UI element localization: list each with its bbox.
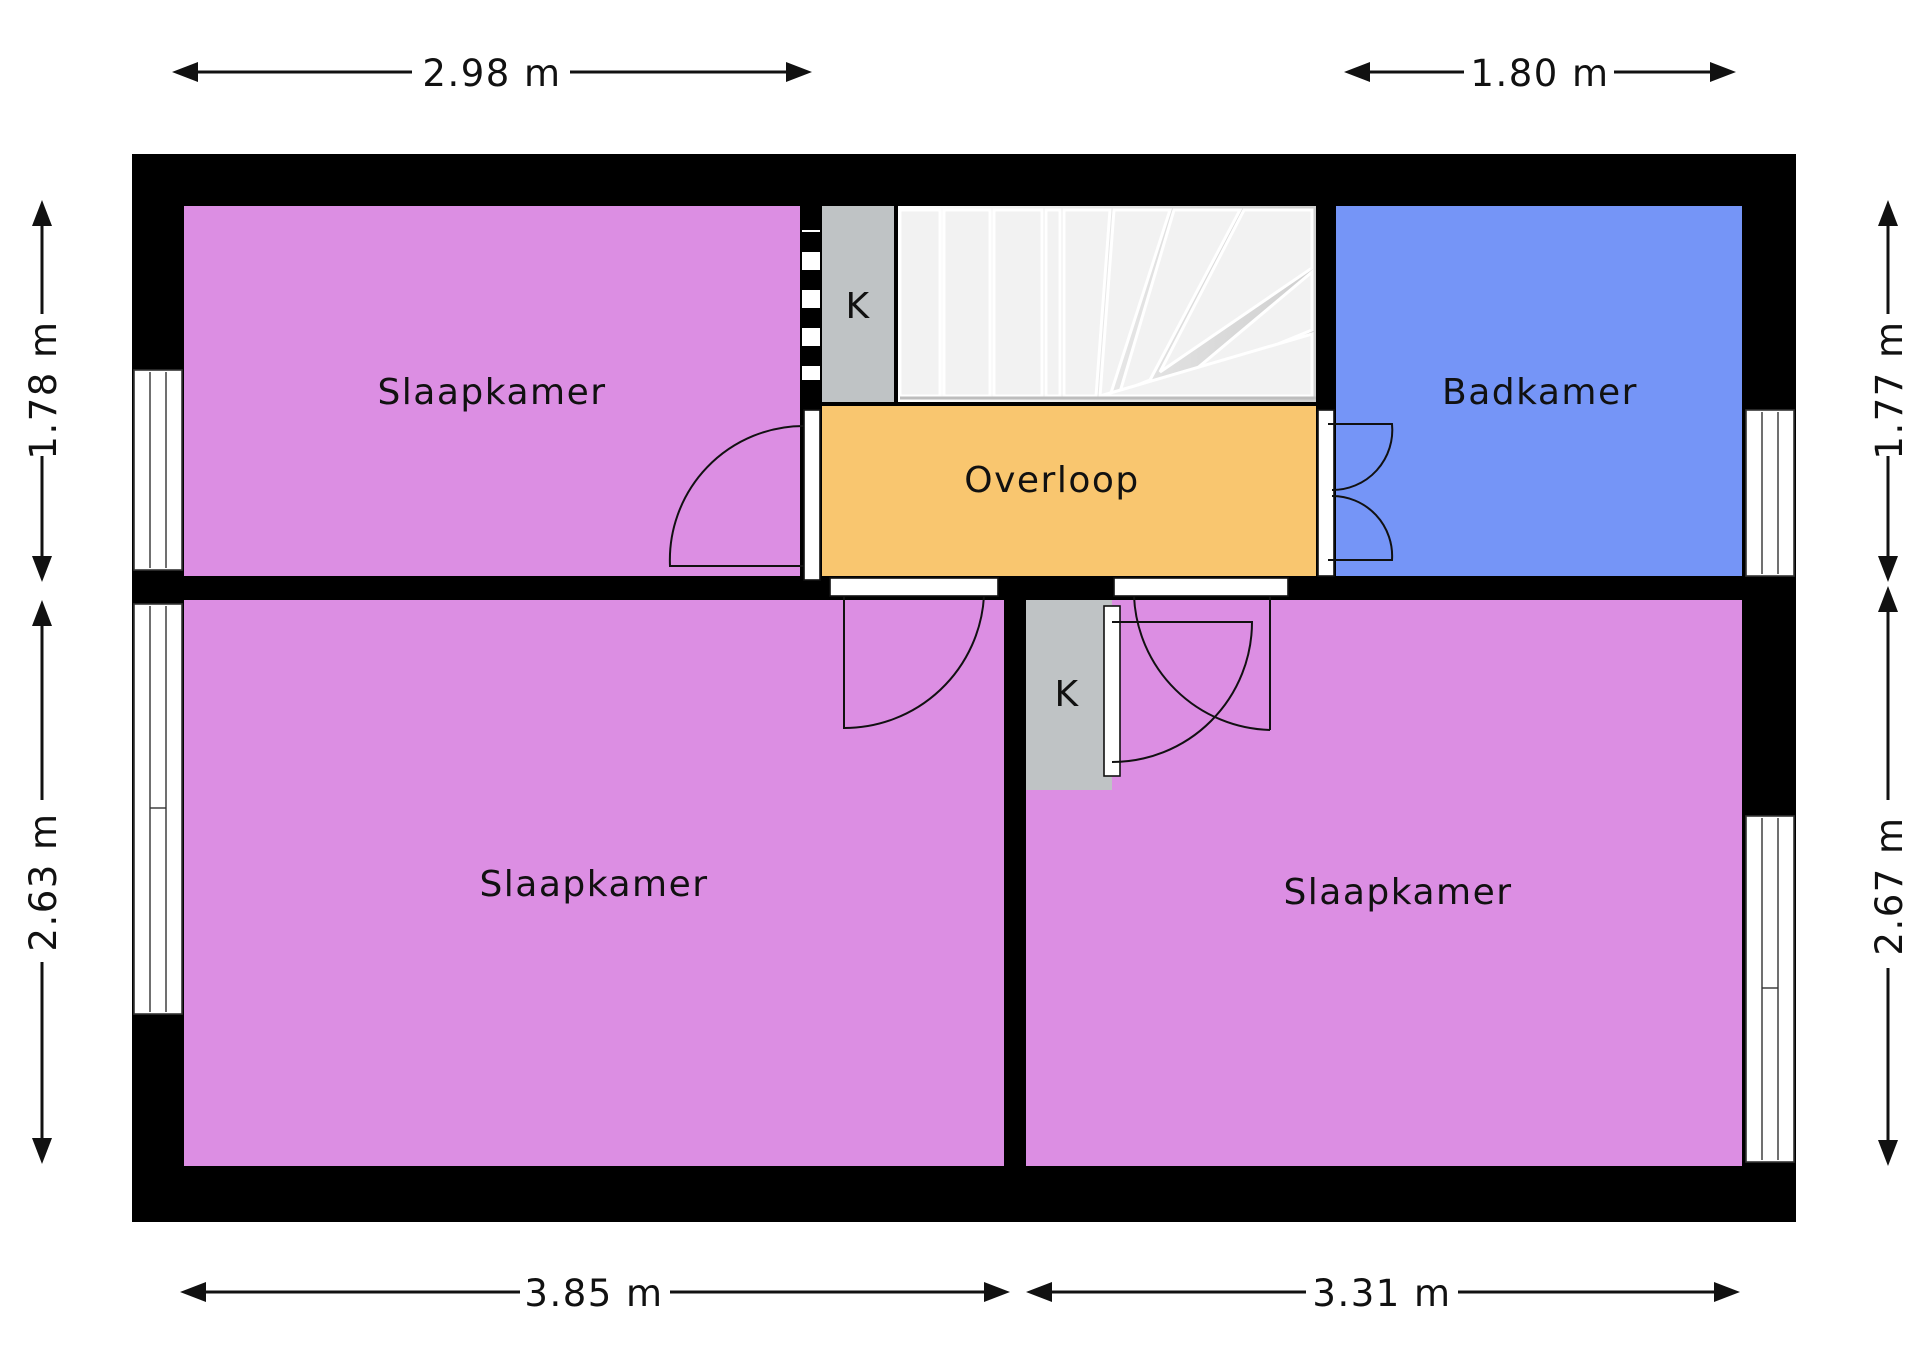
door-frames (803, 409, 1335, 777)
closet-dashed-front (802, 230, 820, 380)
label-landing: Overloop (964, 460, 1140, 501)
dimension-top-right: 1.80 m (1344, 52, 1736, 95)
dimension-right-lower: 2.67 m (1868, 586, 1911, 1166)
dimension-left-lower: 2.63 m (22, 600, 65, 1164)
stair-treads (898, 208, 1316, 400)
dim-label-top-left: 2.98 m (422, 52, 561, 95)
label-bedroom-top-left: Slaapkamer (377, 372, 606, 413)
dimension-left-upper: 1.78 m (22, 200, 65, 582)
room-bedroom-top-left (184, 206, 800, 576)
dim-label-left-upper: 1.78 m (22, 320, 65, 459)
room-bathroom (1336, 206, 1742, 576)
dim-label-left-lower: 2.63 m (22, 812, 65, 951)
label-bedroom-bottom-left: Slaapkamer (479, 864, 708, 905)
dimension-bottom-right: 3.31 m (1026, 1272, 1740, 1315)
dimension-right-upper: 1.77 m (1868, 200, 1911, 582)
room-landing (822, 406, 1316, 576)
dim-label-bottom-right: 3.31 m (1312, 1272, 1451, 1315)
room-closet-bottom (1026, 600, 1112, 790)
dim-label-top-right: 1.80 m (1470, 52, 1609, 95)
dim-label-bottom-left: 3.85 m (524, 1272, 663, 1315)
label-bedroom-bottom-right: Slaapkamer (1283, 872, 1512, 913)
windows (133, 369, 1795, 1163)
dimension-bottom-left: 3.85 m (180, 1272, 1010, 1315)
label-closet-bottom: K (1054, 674, 1079, 715)
label-bathroom: Badkamer (1442, 372, 1638, 413)
door-swings (668, 423, 1394, 763)
room-closet-top (822, 206, 894, 402)
room-bedroom-bottom-left (184, 600, 1004, 1166)
dimension-top-left: 2.98 m (172, 52, 812, 95)
dim-label-right-lower: 2.67 m (1868, 816, 1911, 955)
room-bedroom-bottom-right (1026, 600, 1742, 1166)
label-closet-top: K (845, 286, 870, 327)
dim-label-right-upper: 1.77 m (1868, 320, 1911, 459)
